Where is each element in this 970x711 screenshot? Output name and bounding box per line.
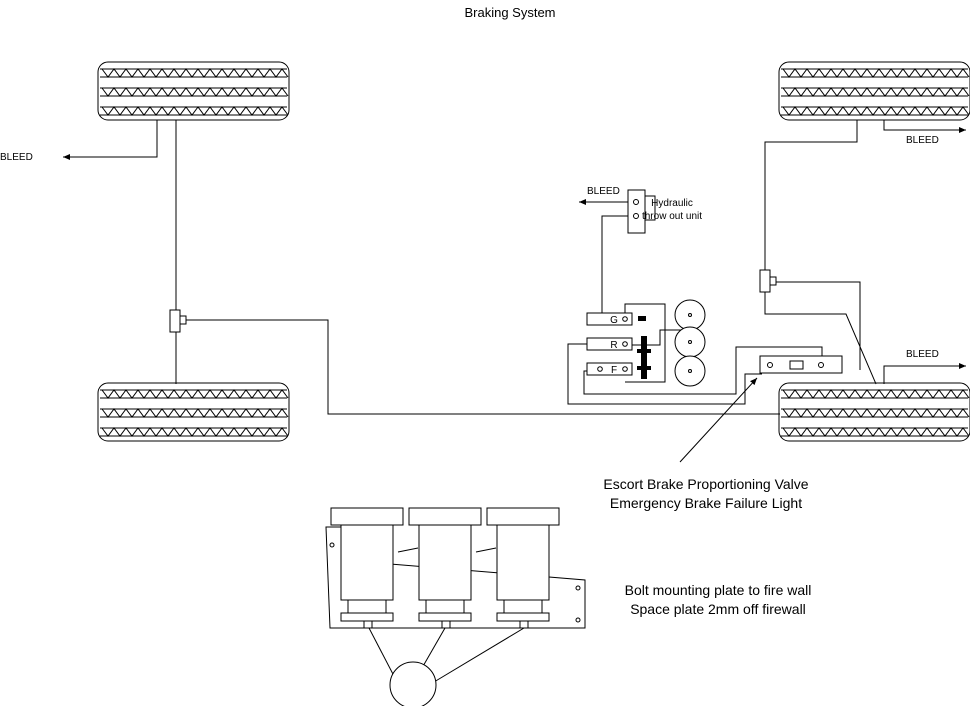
master-cylinder-2 bbox=[408, 507, 482, 629]
tire-rear-right bbox=[778, 61, 970, 121]
front-left-bleed-line bbox=[63, 120, 158, 160]
bleed-label-front-right: BLEED bbox=[906, 349, 939, 360]
tire-front-right bbox=[778, 382, 970, 442]
brake-lines bbox=[63, 120, 966, 463]
throwout-to-g-line bbox=[601, 215, 630, 318]
tire-front-left bbox=[97, 61, 290, 121]
port-g bbox=[586, 312, 646, 326]
plate-label-2: Space plate 2mm off firewall bbox=[630, 601, 806, 617]
valve-line-r bbox=[567, 343, 762, 405]
right-t-branch bbox=[776, 281, 861, 370]
port-r-label: R bbox=[610, 340, 617, 351]
cylinder-links bbox=[397, 547, 497, 553]
sensor-lines bbox=[368, 627, 525, 683]
hydraulic-label-2: throw out unit bbox=[642, 211, 702, 222]
right-axle-line bbox=[764, 120, 858, 272]
plate-label-1: Bolt mounting plate to fire wall bbox=[625, 582, 812, 598]
switch-bar bbox=[637, 336, 651, 379]
bleed-label-throwout: BLEED bbox=[587, 186, 620, 197]
bleed-label-front-left: BLEED bbox=[0, 152, 33, 163]
hydraulic-label-1: Hydraulic bbox=[651, 198, 693, 209]
right-axle-lower bbox=[764, 292, 877, 385]
hydraulic-throwout-unit bbox=[627, 189, 656, 234]
left-main-line bbox=[186, 319, 780, 415]
left-t-fitting bbox=[169, 309, 187, 333]
rear-right-bleed-line bbox=[883, 120, 966, 133]
sensor-circle bbox=[389, 661, 437, 709]
proportioning-valve bbox=[759, 355, 843, 374]
valve-pointer-line bbox=[679, 377, 758, 463]
right-t-fitting bbox=[759, 269, 777, 293]
master-cylinder-3 bbox=[486, 507, 560, 629]
port-g-label: G bbox=[610, 315, 618, 326]
bleed-label-rear-right: BLEED bbox=[906, 135, 939, 146]
diagram-title: Braking System bbox=[464, 5, 555, 20]
valve-label-1: Escort Brake Proportioning Valve bbox=[603, 476, 808, 492]
cylinder-link-1 bbox=[624, 303, 666, 383]
tire-rear-left bbox=[97, 382, 290, 442]
port-f bbox=[586, 362, 633, 376]
valve-line-f bbox=[583, 346, 823, 395]
port-r bbox=[586, 337, 633, 351]
reservoir-circles bbox=[674, 299, 706, 387]
valve-label-2: Emergency Brake Failure Light bbox=[610, 495, 802, 511]
front-right-bleed-line bbox=[883, 363, 966, 384]
port-f-label: F bbox=[611, 365, 617, 376]
master-cylinder-1 bbox=[330, 507, 404, 629]
